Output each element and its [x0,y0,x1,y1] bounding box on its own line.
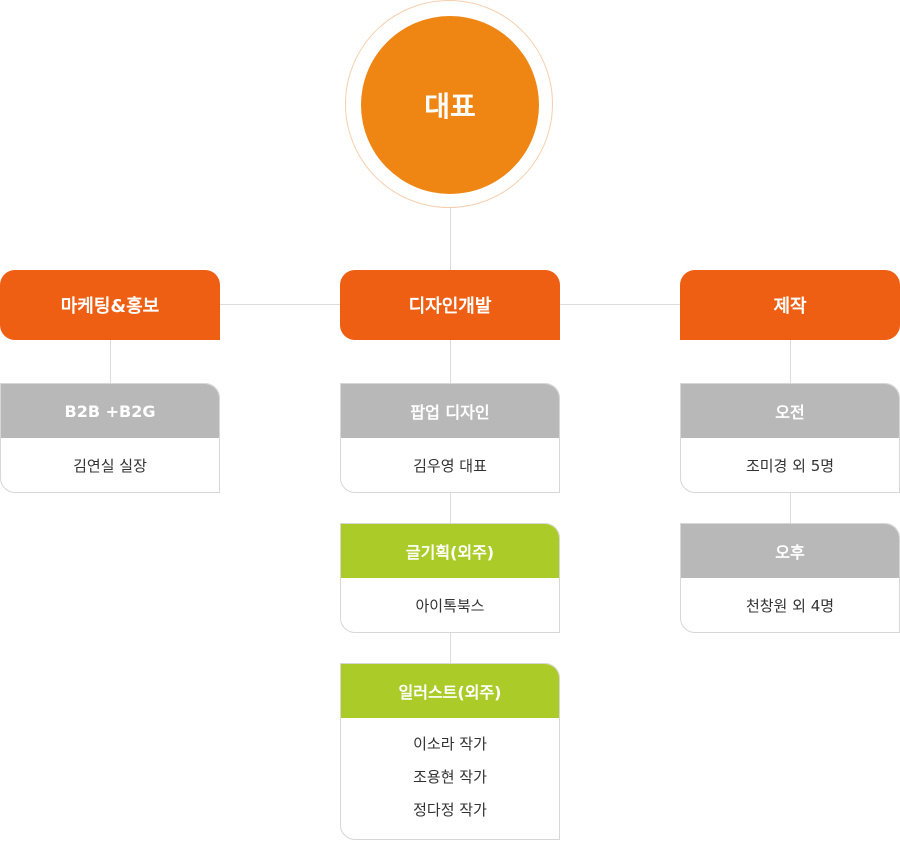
connector-design-to-team [450,340,451,384]
team-card-illustration: 일러스트(외주) 이소라 작가 조용현 작가 정다정 작가 [340,663,560,840]
connector-design-team-1-2 [450,492,451,524]
team-card-body: 김우영 대표 [341,438,559,492]
team-member: 조용현 작가 [413,768,487,786]
dept-design-dev-label: 디자인개발 [408,296,492,317]
team-member: 천창원 외 4명 [745,596,835,615]
connector-dept-horizontal-left [220,304,340,305]
team-card-afternoon: 오후 천창원 외 4명 [680,523,900,633]
team-card-header: 팝업 디자인 [341,384,559,438]
dept-marketing-label: 마케팅&홍보 [60,296,160,317]
team-member: 조미경 외 5명 [745,456,835,475]
team-card-morning: 오전 조미경 외 5명 [680,383,900,493]
team-member: 이소라 작가 [413,735,487,753]
ceo-label: 대표 [424,90,476,123]
team-member: 아이톡북스 [415,596,485,615]
team-card-body: 김연실 실장 [1,438,219,492]
dept-production: 제작 [680,270,900,340]
connector-dept-horizontal-right [560,304,680,305]
team-card-body: 조미경 외 5명 [681,438,899,492]
team-card-body: 천창원 외 4명 [681,578,899,632]
team-member: 김우영 대표 [413,456,487,475]
team-card-header: B2B +B2G [1,384,219,438]
dept-marketing: 마케팅&홍보 [0,270,220,340]
team-title: B2B +B2G [64,401,156,421]
connector-ceo-to-dept [450,208,451,270]
team-title: 일러스트(외주) [398,683,502,702]
team-title: 글기획(외주) [405,543,495,562]
team-member: 정다정 작가 [413,801,487,819]
team-member: 김연실 실장 [73,456,147,475]
connector-production-team-1-2 [790,492,791,524]
connector-production-to-team [790,340,791,384]
team-card-header-outsourced: 글기획(외주) [341,524,559,578]
connector-marketing-to-team [110,340,111,384]
team-card-body: 아이톡북스 [341,578,559,632]
team-card-header: 오후 [681,524,899,578]
ceo-node: 대표 [361,16,539,194]
connector-design-team-2-3 [450,632,451,664]
team-title: 오전 [775,403,805,422]
team-card-header: 오전 [681,384,899,438]
team-card-body: 이소라 작가 조용현 작가 정다정 작가 [341,718,559,839]
team-card-header-outsourced: 일러스트(외주) [341,664,559,718]
team-title: 팝업 디자인 [410,403,490,422]
team-card-popup-design: 팝업 디자인 김우영 대표 [340,383,560,493]
team-card-b2b-b2g: B2B +B2G 김연실 실장 [0,383,220,493]
team-card-story-planning: 글기획(외주) 아이톡북스 [340,523,560,633]
dept-design-dev: 디자인개발 [340,270,560,340]
dept-production-label: 제작 [773,296,807,317]
team-title: 오후 [775,543,805,562]
